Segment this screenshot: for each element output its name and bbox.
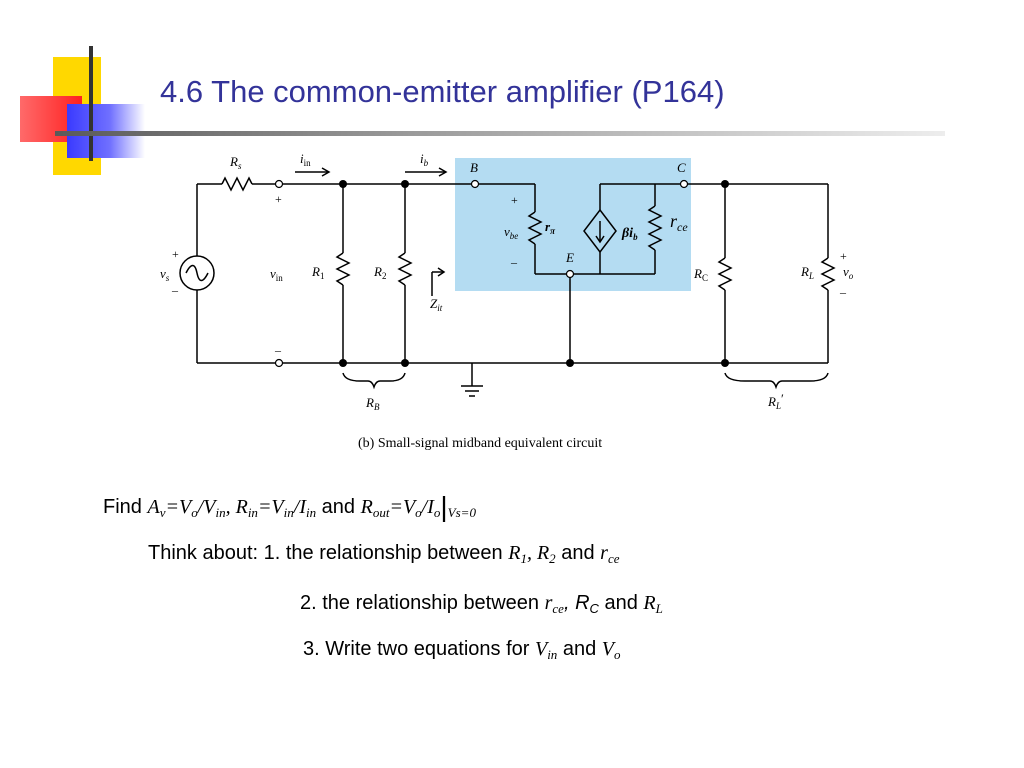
svg-text:E: E bbox=[565, 250, 574, 265]
item-2-line: 2. the relationship between rce, RC and … bbox=[300, 592, 663, 616]
find-line: Find Av=Vo/Vin, Rin=Vin/Iin and Rout=Vo/… bbox=[103, 491, 476, 522]
rpi-resistor bbox=[527, 211, 543, 245]
svg-text:RC: RC bbox=[693, 266, 708, 283]
svg-text:rπ: rπ bbox=[545, 219, 556, 236]
title-underline bbox=[55, 131, 945, 136]
rce-resistor bbox=[647, 205, 663, 251]
svg-text:vo: vo bbox=[843, 264, 854, 281]
svg-text:RL′: RL′ bbox=[767, 391, 784, 411]
svg-text:B: B bbox=[470, 160, 478, 175]
svg-text:RL: RL bbox=[800, 264, 814, 281]
svg-text:+: + bbox=[172, 247, 179, 261]
svg-text:RB: RB bbox=[365, 395, 380, 412]
deco-vertical-line bbox=[89, 46, 93, 161]
svg-text:βib: βib bbox=[621, 226, 638, 242]
circuit-caption: (b) Small-signal midband equivalent circ… bbox=[358, 436, 602, 451]
svg-text:rce: rce bbox=[670, 211, 688, 234]
rl-resistor bbox=[820, 257, 836, 291]
r1-resistor bbox=[335, 252, 351, 286]
svg-text:vbe: vbe bbox=[504, 224, 518, 241]
svg-text:iin: iin bbox=[300, 151, 311, 168]
svg-text:–: – bbox=[171, 283, 179, 297]
circuit-diagram: Rs iin ib B C E vs vin R1 R2 Zit vbe rπ … bbox=[160, 151, 854, 451]
svg-text:ib: ib bbox=[420, 151, 429, 168]
svg-text:vs: vs bbox=[160, 266, 170, 283]
svg-text:vin: vin bbox=[270, 266, 283, 283]
svg-text:R2: R2 bbox=[373, 264, 386, 281]
think-about-line: Think about: 1. the relationship between… bbox=[148, 542, 620, 566]
svg-text:+: + bbox=[275, 192, 282, 206]
transistor-model-highlight bbox=[455, 158, 691, 291]
r2-resistor bbox=[397, 252, 413, 286]
slide-title: 4.6 The common-emitter amplifier (P164) bbox=[160, 74, 725, 109]
item-3-line: 3. Write two equations for Vin and Vo bbox=[303, 638, 621, 662]
svg-text:–: – bbox=[510, 255, 518, 269]
svg-text:R1: R1 bbox=[311, 264, 324, 281]
svg-text:+: + bbox=[511, 193, 518, 207]
rc-resistor bbox=[717, 257, 733, 291]
rs-resistor bbox=[221, 176, 253, 192]
svg-text:+: + bbox=[840, 249, 847, 263]
svg-text:Zit: Zit bbox=[430, 296, 443, 313]
svg-text:Rs: Rs bbox=[229, 154, 242, 171]
svg-text:C: C bbox=[677, 160, 686, 175]
svg-text:–: – bbox=[839, 285, 847, 299]
svg-text:–: – bbox=[274, 343, 282, 357]
